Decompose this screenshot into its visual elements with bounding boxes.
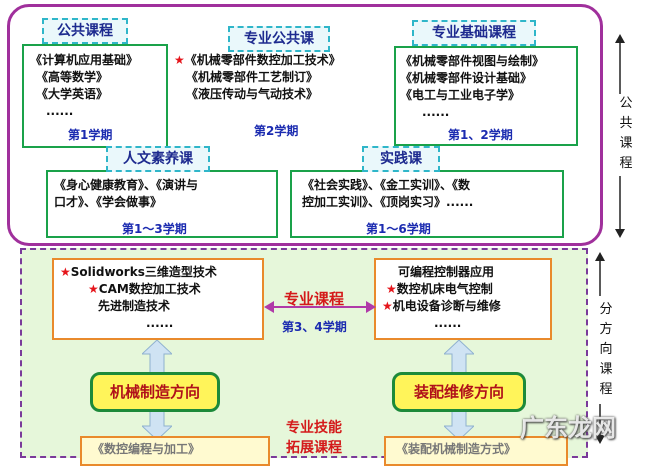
public-courses-box: 《计算机应用基础》 《高等数学》 《大学英语》 ...... 第1学期: [22, 44, 168, 148]
course-line: 可编程控制器应用: [398, 265, 495, 279]
double-arrow-icon: [264, 301, 376, 313]
major-basic-courses-box: 《机械零部件视图与绘制》 《机械零部件设计基础》 《电工与工业电子学》 ....…: [394, 46, 578, 146]
public-courses-side-label: 公 共 课 程: [619, 96, 633, 171]
star-icon: ★: [88, 282, 99, 296]
course-line: ★数控机床电气控制: [386, 282, 493, 296]
course-line: 《液压传动与气动技术》: [186, 87, 319, 101]
mechanical-courses-box: ★Solidworks三维造型技术 ★CAM数控加工技术 先进制造技术 ....…: [52, 258, 264, 340]
course-line: ......: [46, 104, 74, 118]
watermark-text: 广东龙网: [520, 414, 616, 442]
specialization-side-label: 分 方 向 课 程: [599, 302, 613, 397]
semester-label: 第1学期: [68, 128, 113, 142]
semester-label: 第3、4学期: [282, 320, 347, 334]
up-arrow-icon: [615, 34, 625, 94]
practice-courses-box: 《社会实践》、《金工实训》、《数 控加工实训》、《顶岗实习》...... 第1～…: [290, 170, 564, 238]
course-line: 《大学英语》: [36, 87, 109, 101]
star-icon: ★: [174, 53, 185, 67]
course-line: 《社会实践》、《金工实训》、《数: [302, 178, 471, 192]
down-arrow-icon: [595, 404, 605, 444]
star-icon: ★: [386, 282, 397, 296]
course-line: 《机械零部件设计基础》: [400, 71, 533, 85]
course-line: ★机电设备诊断与维修: [382, 299, 501, 313]
star-icon: ★: [60, 265, 71, 279]
course-line: 先进制造技术: [98, 299, 171, 313]
course-line: 《身心健康教育》、《演讲与: [54, 178, 199, 192]
semester-label: 第1～6学期: [366, 222, 431, 236]
course-line: 口才》、《学会做事》: [54, 195, 163, 209]
major-basic-courses-label: 专业基础课程: [412, 20, 536, 46]
semester-label: 第1、2学期: [448, 128, 513, 142]
specialization-courses-label: 专业课程: [284, 290, 345, 308]
skills-extension-label: 专业技能 拓展课程: [286, 420, 342, 456]
up-arrow-icon: [595, 252, 605, 296]
course-line: 《机械零部件工艺制订》: [186, 70, 319, 84]
maintenance-direction-box: 装配维修方向: [392, 372, 526, 412]
course-line: 《机械零部件视图与绘制》: [400, 54, 545, 68]
semester-label: 第1～3学期: [122, 222, 187, 236]
star-icon: ★: [382, 299, 393, 313]
course-line: ......: [422, 105, 450, 119]
major-public-courses-box: ★《机械零部件数控加工技术》 《机械零部件工艺制订》 《液压传动与气动技术》 第…: [168, 52, 396, 144]
course-line: ......: [146, 316, 174, 330]
humanities-courses-label: 人文素养课: [106, 146, 210, 172]
down-arrow-icon: [615, 176, 625, 238]
course-line: ★《机械零部件数控加工技术》: [174, 53, 341, 67]
course-line: 控加工实训》、《顶岗实习》......: [302, 195, 474, 209]
course-line: 《电工与工业电子学》: [400, 88, 521, 102]
course-line: ★Solidworks三维造型技术: [60, 265, 217, 279]
mechanical-direction-box: 机械制造方向: [90, 372, 220, 412]
mechanical-extension-box: 《数控编程与加工》: [80, 436, 270, 466]
public-courses-label: 公共课程: [42, 18, 128, 44]
semester-label: 第2学期: [254, 124, 299, 138]
course-line: 《高等数学》: [36, 70, 109, 84]
major-public-courses-label: 专业公共课: [228, 26, 330, 52]
maintenance-courses-box: 可编程控制器应用 ★数控机床电气控制 ★机电设备诊断与维修 ......: [374, 258, 552, 340]
course-line: ★CAM数控加工技术: [88, 282, 201, 296]
course-line: 《计算机应用基础》: [30, 53, 139, 67]
humanities-courses-box: 《身心健康教育》、《演讲与 口才》、《学会做事》 第1～3学期: [46, 170, 278, 238]
practice-courses-label: 实践课: [362, 146, 440, 172]
course-line: ......: [434, 316, 462, 330]
